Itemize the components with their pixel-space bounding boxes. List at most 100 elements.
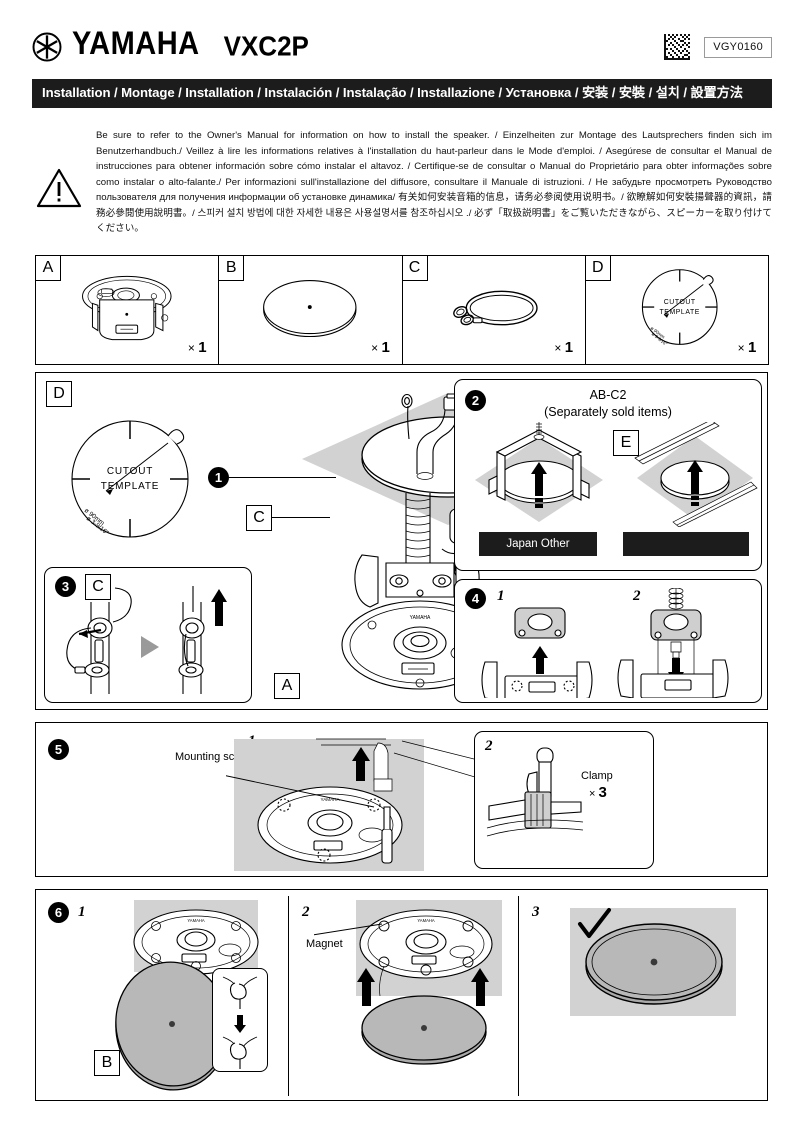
step-2-title: AB-C2 (589, 388, 627, 402)
checkmark-icon (578, 908, 611, 938)
step-4-subpanel: 4 1 2 (454, 579, 762, 703)
step-2-subtitle: (Separately sold items) (544, 405, 672, 419)
label-c-box-step3: C (85, 574, 111, 600)
step-4-sub-1-illustration (481, 607, 593, 698)
brand-lockup: YAMAHA VXC2P (32, 26, 772, 63)
steps-1-to-4-panel: D CUTOUT TEMPLATE ø 90mm ø 3-9/16" 1 (35, 372, 768, 710)
step-6-sub-3-illustration (570, 908, 736, 1016)
magnet-label: Magnet (306, 938, 343, 950)
qty-prefix: × (371, 341, 379, 355)
step-6-badge: 6 (48, 902, 69, 923)
qty-value: 1 (198, 339, 207, 356)
clamp-detail-illustration (486, 747, 584, 837)
qty-prefix: × (589, 787, 596, 800)
step-1-badge: 1 (208, 467, 229, 488)
mounting-screw-label: Mounting screw (174, 751, 252, 763)
step-5-badge: 5 (48, 739, 69, 760)
yamaha-tuning-fork-icon (32, 32, 62, 61)
part-letter-a: A (35, 255, 61, 281)
step-6-sub-2-illustration: YAMAHA (314, 900, 502, 1065)
cutout-template-illustration: CUTOUT TEMPLATE ø 90mm ø 3-9/16" (641, 269, 718, 347)
svg-text:YAMAHA: YAMAHA (410, 615, 431, 621)
warning-triangle-container (32, 128, 90, 237)
step-3-badge: 3 (55, 576, 76, 597)
grille-clip-detail-illustration (222, 976, 258, 1069)
step-5-sub-2-label: 2 (485, 738, 493, 754)
section-title-bar: Installation / Montage / Installation / … (32, 79, 772, 109)
svg-text:TEMPLATE: TEMPLATE (659, 309, 699, 316)
document-header: YAMAHA VXC2P (32, 26, 772, 72)
tbar-ceiling-illustration (634, 422, 758, 527)
datamatrix-code-icon (664, 34, 691, 60)
qty-prefix: × (554, 341, 562, 355)
label-c-box-main: C (246, 505, 272, 531)
part-cell-d: CUTOUT TEMPLATE ø 90mm ø 3-9/16" D × 1 (584, 255, 770, 365)
qty-value: 1 (564, 339, 574, 356)
label-b-box: B (94, 1050, 120, 1076)
safety-wire-loop-illustration (66, 586, 227, 694)
step-2-region-bar-left: Japan Other (479, 532, 597, 556)
step-2-region-bar-right (623, 532, 749, 556)
svg-text:TEMPLATE: TEMPLATE (101, 481, 159, 492)
step-4-badge: 4 (465, 588, 486, 609)
clamp-label: Clamp (581, 770, 613, 782)
part-qty-c: × 1 (554, 339, 573, 356)
step-3-subpanel: 3 C (44, 567, 252, 703)
svg-text:YAMAHA: YAMAHA (417, 918, 435, 923)
label-a-box-main: A (274, 673, 300, 699)
step-1-leader-line (229, 477, 336, 479)
step-6-panel: 6 1 YAMAHA (35, 889, 768, 1101)
grille-illustration (263, 280, 357, 338)
step-5-panel: 5 1 Mounting screw × 3 (35, 722, 768, 877)
part-number-label: VGY0160 (704, 36, 772, 58)
svg-text:CUTOUT: CUTOUT (663, 299, 695, 306)
qty-value: 1 (747, 339, 757, 356)
qty-value: 3 (598, 783, 607, 801)
speaker-unit-illustration (82, 275, 172, 341)
step-4-sub-1-label: 1 (497, 588, 505, 604)
qty-prefix: × (187, 341, 195, 355)
part-letter-c: C (401, 255, 428, 281)
step-6-sub-1-label: 1 (78, 904, 86, 920)
step-5-sub-2-subpanel: 2 (474, 731, 654, 869)
qty-prefix: × (737, 341, 745, 355)
cutout-template-large-illustration: CUTOUT TEMPLATE ø 90mm ø 3-9/16" (71, 420, 189, 538)
step-2-badge: 2 (465, 390, 486, 411)
label-e-box: E (613, 430, 639, 456)
step-6-divider-2 (518, 896, 520, 1096)
clamp-qty: × 3 (581, 784, 613, 801)
part-cell-a: A × 1 (35, 255, 220, 365)
warning-text: Be sure to refer to the Owner's Manual f… (96, 130, 772, 235)
step-6-detail-callout (212, 968, 268, 1072)
step-6-sub-2-label: 2 (302, 904, 310, 920)
step-4-sub-2-illustration (617, 588, 729, 698)
step-6-sub-3-label: 3 (532, 904, 540, 920)
safety-wire-illustration (452, 290, 538, 326)
warning-triangle-icon (36, 168, 82, 208)
code-area: VGY0160 (664, 34, 772, 60)
abc2-bracket-illustration (475, 422, 603, 522)
svg-text:YAMAHA: YAMAHA (320, 797, 340, 802)
part-letter-d: D (584, 255, 611, 281)
svg-text:YAMAHA: YAMAHA (187, 918, 205, 923)
part-qty-d: × 1 (738, 339, 757, 356)
part-qty-a: × 1 (188, 339, 207, 356)
svg-text:CUTOUT: CUTOUT (107, 466, 153, 477)
step-5-mounting-illustration: YAMAHA (226, 738, 523, 871)
part-cell-c: C × 1 (401, 255, 587, 365)
step-6-divider-1 (288, 896, 290, 1096)
part-cell-b: B × 1 (218, 255, 403, 365)
label-c-leader-line (272, 517, 330, 519)
step-2-subpanel: 2 AB-C2 (Separately sold items) (454, 379, 762, 571)
parts-list: A × 1 B × 1 (35, 255, 770, 365)
clamp-callout: Clamp × 3 (581, 770, 613, 801)
qty-value: 1 (381, 339, 390, 356)
step-6-sub-1-illustration: YAMAHA (115, 900, 259, 1091)
warning-block: Be sure to refer to the Owner's Manual f… (32, 128, 772, 237)
label-d-box: D (46, 381, 72, 407)
part-letter-b: B (218, 255, 245, 281)
step-4-sub-2-label: 2 (633, 588, 641, 604)
part-qty-b: × 1 (371, 339, 390, 356)
model-name: VXC2P (223, 30, 309, 62)
